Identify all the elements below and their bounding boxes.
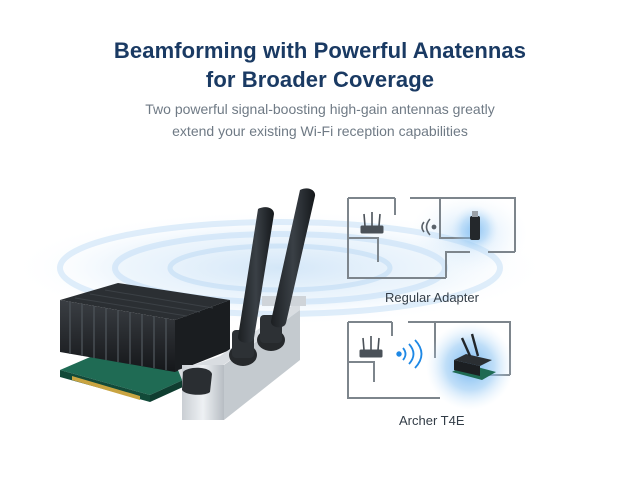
- subtitle: Two powerful signal-boosting high-gain a…: [0, 98, 640, 142]
- archer-t4e-label: Archer T4E: [399, 413, 465, 428]
- headline-line-2: for Broader Coverage: [205, 67, 435, 92]
- regular-adapter-floorplan: [347, 193, 528, 279]
- usb-adapter-icon: [470, 211, 480, 240]
- router-icon: [360, 212, 384, 234]
- subtitle-line-2: extend your existing Wi-Fi reception cap…: [172, 123, 468, 139]
- pcie-adapter-card: [60, 283, 306, 420]
- headline-line-1: Beamforming with Powerful Anatennas: [113, 38, 527, 63]
- antennas: [182, 188, 316, 395]
- archer-floorplan: [347, 321, 514, 410]
- router-icon: [359, 336, 383, 358]
- regular-adapter-label: Regular Adapter: [385, 290, 479, 305]
- wifi-signal-icon: [396, 339, 423, 369]
- headline: Beamforming with Powerful Anatennas for …: [0, 36, 640, 94]
- pcie-adapter-icon: [452, 333, 496, 380]
- wifi-signal-icon: [421, 218, 437, 236]
- subtitle-line-1: Two powerful signal-boosting high-gain a…: [145, 101, 495, 117]
